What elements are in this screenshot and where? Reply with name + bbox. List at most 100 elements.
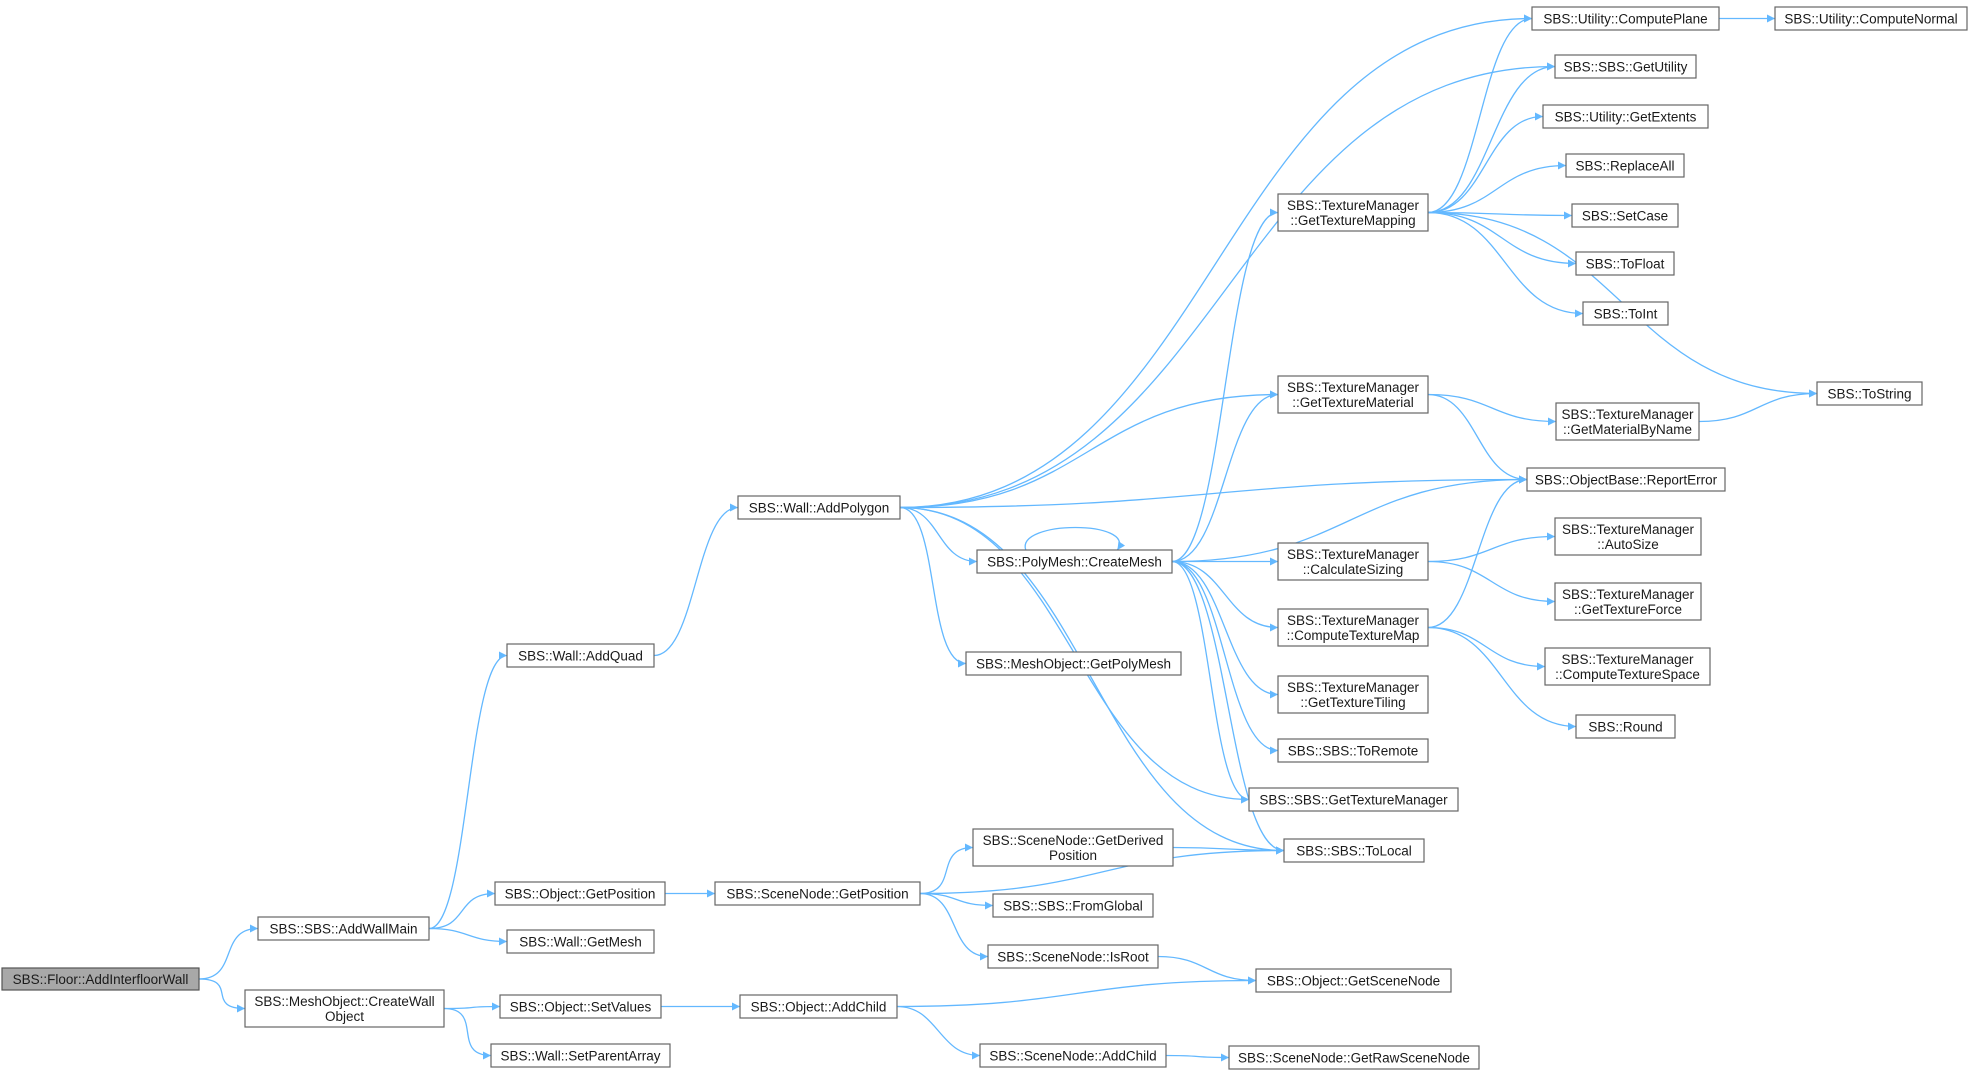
edge-wall_addpolygon-to-sbs_tolocal	[899, 506, 1285, 855]
node-box[interactable]	[1554, 517, 1702, 556]
edge-floor_addinterfloorwall-to-sbs_addwallmain	[198, 924, 259, 980]
node-sbs_getutility[interactable]: SBS::SBS::GetUtility	[1554, 54, 1697, 79]
edge-object_addchild-to-scenenode_addchild	[896, 1005, 981, 1060]
node-sbs_tolocal[interactable]: SBS::SBS::ToLocal	[1283, 838, 1425, 863]
node-tofloat[interactable]: SBS::ToFloat	[1575, 251, 1675, 276]
node-label: SBS::SceneNode::IsRoot	[997, 950, 1149, 965]
node-box[interactable]	[972, 828, 1174, 867]
node-object_setvalues[interactable]: SBS::Object::SetValues	[499, 994, 662, 1019]
node-scenenode_getrawscenenode[interactable]: SBS::SceneNode::GetRawSceneNode	[1228, 1045, 1480, 1070]
node-sbs_gettexturemanager[interactable]: SBS::SBS::GetTextureManager	[1248, 787, 1459, 812]
node-objectbase_reporterror[interactable]: SBS::ObjectBase::ReportError	[1526, 467, 1726, 492]
node-wall_addquad[interactable]: SBS::Wall::AddQuad	[506, 643, 655, 668]
node-label: SBS::Utility::ComputePlane	[1543, 12, 1707, 27]
node-meshobject_getpolymesh[interactable]: SBS::MeshObject::GetPolyMesh	[965, 651, 1182, 676]
node-box[interactable]	[992, 893, 1154, 918]
node-box[interactable]	[1531, 6, 1720, 31]
node-texturemanager_gettexturematerial[interactable]: SBS::TextureManager::GetTextureMaterial	[1277, 375, 1429, 414]
edge-sbs_addwallmain-to-object_getposition	[428, 889, 496, 930]
node-box[interactable]	[1774, 6, 1968, 31]
node-texturemanager_calculatesizing[interactable]: SBS::TextureManager::CalculateSizing	[1277, 542, 1429, 581]
node-wall_getmesh[interactable]: SBS::Wall::GetMesh	[506, 929, 655, 954]
node-utility_computenormal[interactable]: SBS::Utility::ComputeNormal	[1774, 6, 1968, 31]
node-toint[interactable]: SBS::ToInt	[1582, 301, 1669, 326]
node-box[interactable]	[1571, 203, 1679, 228]
node-box[interactable]	[1248, 787, 1459, 812]
node-round[interactable]: SBS::Round	[1575, 714, 1676, 739]
node-box[interactable]	[1228, 1045, 1480, 1070]
edge-wall_addpolygon-to-sbs_getutility	[899, 62, 1556, 509]
node-texturemanager_getmaterialbyname[interactable]: SBS::TextureManager::GetMaterialByName	[1555, 402, 1700, 441]
node-box[interactable]	[737, 495, 901, 520]
node-box[interactable]	[1575, 251, 1675, 276]
node-sbs_toremote[interactable]: SBS::SBS::ToRemote	[1277, 738, 1429, 763]
node-utility_computeplane[interactable]: SBS::Utility::ComputePlane	[1531, 6, 1720, 31]
edge-scenenode_getposition-to-sbs_tolocal	[919, 846, 1285, 895]
node-polymesh_createmesh[interactable]: SBS::PolyMesh::CreateMesh	[976, 549, 1173, 574]
node-box[interactable]	[1277, 193, 1429, 232]
node-scenenode_addchild[interactable]: SBS::SceneNode::AddChild	[979, 1043, 1167, 1068]
node-box[interactable]	[1283, 838, 1425, 863]
node-box[interactable]	[1544, 647, 1711, 686]
node-box[interactable]	[965, 651, 1182, 676]
node-texturemanager_gettexturetiling[interactable]: SBS::TextureManager::GetTextureTiling	[1277, 675, 1429, 714]
node-wall_setparentarray[interactable]: SBS::Wall::SetParentArray	[490, 1043, 671, 1068]
node-box[interactable]	[1582, 301, 1669, 326]
node-box[interactable]	[1, 967, 200, 991]
edge-meshobject_createwallobject-to-wall_setparentarray	[443, 1007, 492, 1060]
node-label: SBS::MeshObject::GetPolyMesh	[976, 657, 1171, 672]
node-object_getposition[interactable]: SBS::Object::GetPosition	[494, 881, 666, 906]
node-box[interactable]	[1542, 104, 1709, 129]
node-box[interactable]	[1816, 381, 1923, 406]
node-tostring[interactable]: SBS::ToString	[1816, 381, 1923, 406]
node-box[interactable]	[1526, 467, 1726, 492]
node-label: SBS::Utility::GetExtents	[1555, 110, 1697, 125]
node-box[interactable]	[1255, 968, 1452, 993]
node-box[interactable]	[987, 944, 1159, 969]
node-sbs_addwallmain[interactable]: SBS::SBS::AddWallMain	[257, 916, 430, 941]
edge-polymesh_createmesh-to-texturemanager_gettexturemapping	[1171, 208, 1279, 563]
node-object_getscenenode[interactable]: SBS::Object::GetSceneNode	[1255, 968, 1452, 993]
node-utility_getextents[interactable]: SBS::Utility::GetExtents	[1542, 104, 1709, 129]
node-box[interactable]	[494, 881, 666, 906]
node-box[interactable]	[1554, 54, 1697, 79]
node-box[interactable]	[739, 994, 898, 1019]
node-box[interactable]	[1575, 714, 1676, 739]
node-wall_addpolygon[interactable]: SBS::Wall::AddPolygon	[737, 495, 901, 520]
edge-texturemanager_computetexturemap-to-texturemanager_computetexturespace	[1427, 626, 1546, 671]
node-box[interactable]	[490, 1043, 671, 1068]
node-box[interactable]	[979, 1043, 1167, 1068]
node-replaceall[interactable]: SBS::ReplaceAll	[1565, 153, 1685, 178]
node-box[interactable]	[499, 994, 662, 1019]
edge-scenenode_addchild-to-scenenode_getrawscenenode	[1165, 1053, 1230, 1062]
node-box[interactable]	[1277, 675, 1429, 714]
node-setcase[interactable]: SBS::SetCase	[1571, 203, 1679, 228]
node-texturemanager_gettextureforce[interactable]: SBS::TextureManager::GetTextureForce	[1554, 582, 1702, 621]
node-scenenode_getposition[interactable]: SBS::SceneNode::GetPosition	[714, 881, 921, 906]
node-texturemanager_computetexturespace[interactable]: SBS::TextureManager::ComputeTextureSpace	[1544, 647, 1711, 686]
node-box[interactable]	[714, 881, 921, 906]
node-box[interactable]	[1277, 542, 1429, 581]
node-label: SBS::SceneNode::GetRawSceneNode	[1238, 1051, 1470, 1066]
node-texturemanager_computetexturemap[interactable]: SBS::TextureManager::ComputeTextureMap	[1277, 608, 1429, 647]
node-texturemanager_autosize[interactable]: SBS::TextureManager::AutoSize	[1554, 517, 1702, 556]
node-object_addchild[interactable]: SBS::Object::AddChild	[739, 994, 898, 1019]
node-texturemanager_gettexturemapping[interactable]: SBS::TextureManager::GetTextureMapping	[1277, 193, 1429, 232]
node-sbs_fromglobal[interactable]: SBS::SBS::FromGlobal	[992, 893, 1154, 918]
node-box[interactable]	[1554, 582, 1702, 621]
node-box[interactable]	[506, 929, 655, 954]
node-floor_addinterfloorwall[interactable]: SBS::Floor::AddInterfloorWall	[1, 967, 200, 991]
node-box[interactable]	[244, 989, 445, 1028]
node-box[interactable]	[976, 549, 1173, 574]
node-scenenode_isroot[interactable]: SBS::SceneNode::IsRoot	[987, 944, 1159, 969]
node-box[interactable]	[1277, 375, 1429, 414]
edge-texturemanager_gettexturemapping-to-utility_getextents	[1427, 112, 1544, 214]
node-box[interactable]	[257, 916, 430, 941]
node-box[interactable]	[1555, 402, 1700, 441]
node-box[interactable]	[1277, 738, 1429, 763]
node-box[interactable]	[506, 643, 655, 668]
node-box[interactable]	[1277, 608, 1429, 647]
node-box[interactable]	[1565, 153, 1685, 178]
